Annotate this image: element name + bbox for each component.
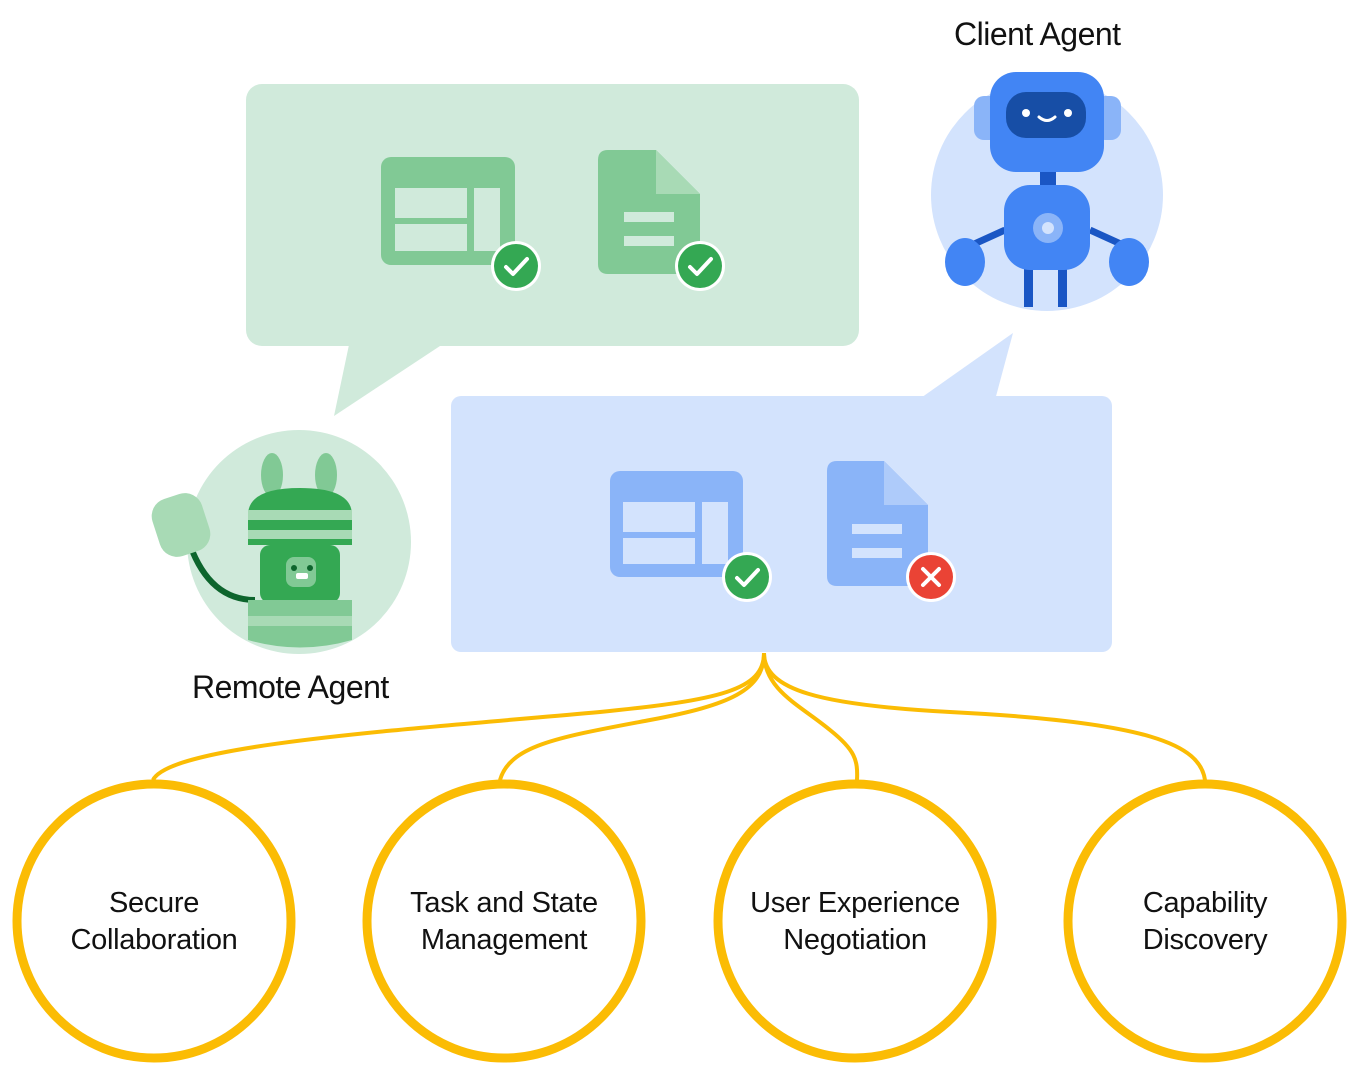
document-icon	[598, 150, 700, 274]
table-icon	[381, 157, 515, 265]
error-badge-icon	[906, 552, 956, 602]
client-agent-label: Client Agent	[954, 16, 1121, 52]
connector-lines	[151, 652, 1207, 782]
capability-label-line1: Capability	[1142, 887, 1268, 919]
capability-label: User Experience Negotiation	[725, 885, 985, 959]
table-icon	[610, 471, 743, 577]
remote-agent-robot-icon	[151, 430, 411, 654]
capability-label: Task and State Management	[384, 885, 624, 959]
capability-label-line1: User Experience	[750, 887, 960, 919]
capability-label-line1: Task and State	[410, 887, 598, 919]
check-badge-icon	[722, 552, 772, 602]
capability-label-line2: Collaboration	[70, 924, 238, 956]
capability-label: Capability Discovery	[1085, 885, 1325, 959]
check-badge-icon	[675, 241, 725, 291]
capability-circle-task-state	[362, 779, 646, 1063]
capability-circle-ux-negotiation	[713, 779, 997, 1063]
capability-label: Secure Collaboration	[34, 885, 274, 959]
client-agent-robot-icon	[931, 72, 1163, 311]
check-badge-icon	[491, 241, 541, 291]
capability-label-line1: Secure	[108, 887, 200, 919]
capability-label-line2: Management	[420, 924, 588, 956]
client-agent-speech-bubble	[451, 333, 1112, 652]
remote-agent-speech-bubble	[246, 84, 859, 416]
remote-agent-label: Remote Agent	[192, 669, 389, 705]
capability-circle-capability-discovery	[1063, 779, 1347, 1063]
capability-circle-secure-collaboration	[12, 779, 296, 1063]
capability-label-line2: Negotiation	[783, 924, 927, 956]
document-icon	[827, 461, 928, 586]
capability-label-line2: Discovery	[1142, 924, 1268, 956]
